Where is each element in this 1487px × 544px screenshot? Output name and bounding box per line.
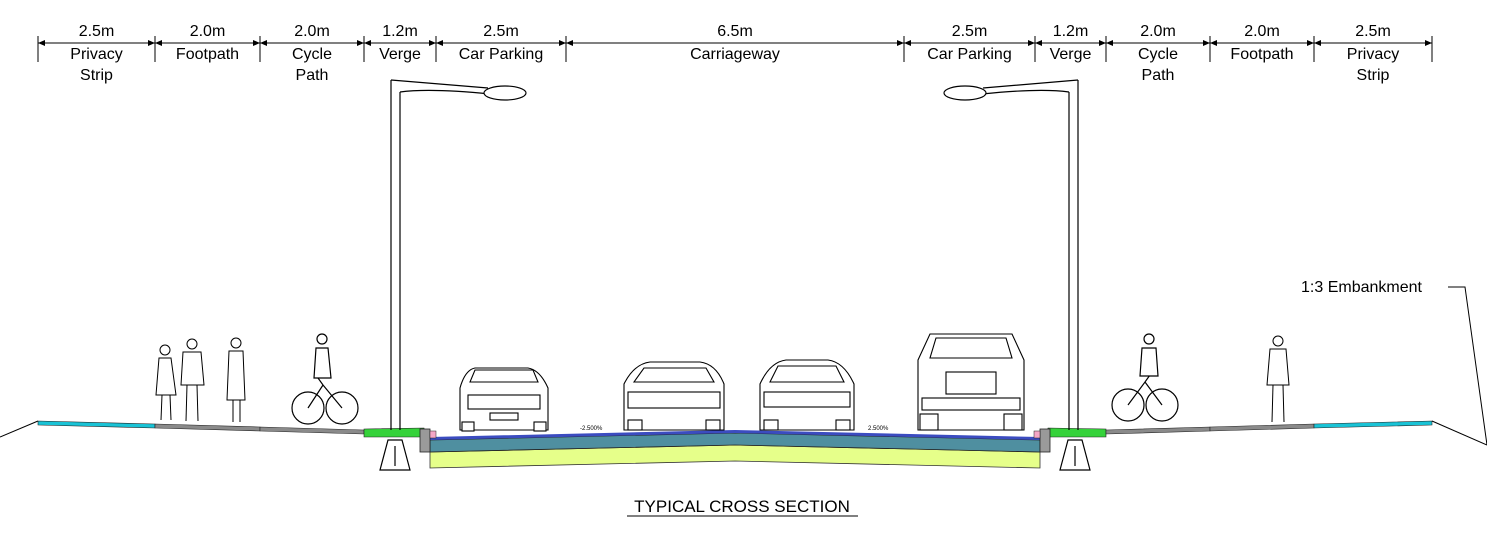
privacy-strip-left-label: Privacy — [70, 46, 122, 63]
cycle-path-right-label: Path — [1142, 67, 1175, 84]
dimension-arrow — [1210, 40, 1217, 46]
privacy-strip-right-label: Strip — [1357, 67, 1390, 84]
dimension-arrow — [429, 40, 436, 46]
car-parking-left-width: 2.5m — [483, 23, 519, 40]
verge-right-label: Verge — [1050, 46, 1092, 63]
right-embankment — [1431, 420, 1487, 446]
diagram-title: TYPICAL CROSS SECTION — [634, 497, 850, 516]
kerb-right-joint — [1033, 430, 1041, 439]
dimension-arrow — [897, 40, 904, 46]
dimension-arrow — [148, 40, 155, 46]
verge-left-label: Verge — [379, 46, 421, 63]
cycle-path-left-width: 2.0m — [294, 23, 330, 40]
kerb-left-joint — [429, 430, 437, 439]
car-parking-right-width: 2.5m — [952, 23, 988, 40]
embankment-label: 1:3 Embankment — [1301, 279, 1423, 296]
cycle-path-right-surface — [1105, 426, 1211, 435]
car-parked-left — [459, 367, 549, 432]
dimension-arrow — [559, 40, 566, 46]
surface-course — [430, 430, 1040, 440]
dimension-arrow — [1099, 40, 1106, 46]
pedestrians-left — [155, 337, 246, 422]
dimension-arrow — [904, 40, 911, 46]
dimension-ticks — [37, 36, 1433, 62]
cycle-path-left-label: Path — [296, 67, 329, 84]
cyclist-left — [291, 333, 359, 425]
suv-parked-right — [917, 333, 1025, 431]
dimension-arrow — [155, 40, 162, 46]
dimension-arrow — [1106, 40, 1113, 46]
pedestrian-3 — [226, 337, 246, 422]
carriageway-width: 6.5m — [717, 23, 753, 40]
privacy-strip-right-width: 2.5m — [1355, 23, 1391, 40]
dimension-arrow — [1307, 40, 1314, 46]
embankment-leader-line — [1448, 286, 1487, 446]
pedestrian-right — [1266, 335, 1290, 423]
verge-left-surface — [363, 427, 427, 438]
dimension-arrow — [1035, 40, 1042, 46]
pedestrian-1 — [155, 344, 177, 421]
car-lane-left — [623, 361, 725, 431]
cyclist-right — [1111, 333, 1179, 422]
dimension-arrow — [364, 40, 371, 46]
cycle-path-right-label: Cycle — [1138, 46, 1178, 63]
kerb-left — [419, 428, 431, 453]
car-lane-right — [759, 359, 855, 431]
verge-right-width: 1.2m — [1053, 23, 1089, 40]
cycle-path-left-label: Cycle — [292, 46, 332, 63]
camber-right-label: 2.500% — [868, 426, 889, 432]
footpath-left-width: 2.0m — [190, 23, 226, 40]
car-parking-right-label: Car Parking — [927, 46, 1011, 63]
car-parking-left-label: Car Parking — [459, 46, 543, 63]
privacy-strip-left-surface — [37, 420, 156, 429]
dimension-arrow — [357, 40, 364, 46]
privacy-strip-right-label: Privacy — [1347, 46, 1399, 63]
footpath-right-width: 2.0m — [1244, 23, 1280, 40]
footpath-left-label: Footpath — [176, 46, 239, 63]
privacy-strip-left-label: Strip — [80, 67, 113, 84]
kerb-right — [1039, 428, 1051, 453]
camber-left-label: -2.500% — [580, 426, 603, 432]
dimension-arrow — [260, 40, 267, 46]
street-light-right — [943, 79, 1091, 471]
dimension-arrow — [1028, 40, 1035, 46]
dimension-arrow — [1425, 40, 1432, 46]
dimension-arrow — [38, 40, 45, 46]
dimension-arrow — [253, 40, 260, 46]
left-embankment — [0, 420, 39, 438]
cycle-path-left-surface — [259, 426, 365, 435]
footpath-left-surface — [154, 423, 261, 432]
dimension-arrow — [566, 40, 573, 46]
ground-profile — [0, 420, 1487, 446]
verge-left-width: 1.2m — [382, 23, 418, 40]
street-light-left — [379, 79, 527, 471]
pedestrian-2 — [180, 338, 205, 422]
carriageway-label: Carriageway — [690, 46, 780, 63]
verge-right-surface — [1045, 427, 1107, 438]
cycle-path-right-width: 2.0m — [1140, 23, 1176, 40]
privacy-strip-right-surface — [1313, 420, 1433, 429]
footpath-right-label: Footpath — [1230, 46, 1293, 63]
footpath-right-surface — [1209, 423, 1315, 432]
pavement-layers — [419, 428, 1051, 469]
dimension-arrow — [436, 40, 443, 46]
dimension-arrow — [1314, 40, 1321, 46]
privacy-strip-left-width: 2.5m — [79, 23, 115, 40]
dimension-arrow — [1203, 40, 1210, 46]
